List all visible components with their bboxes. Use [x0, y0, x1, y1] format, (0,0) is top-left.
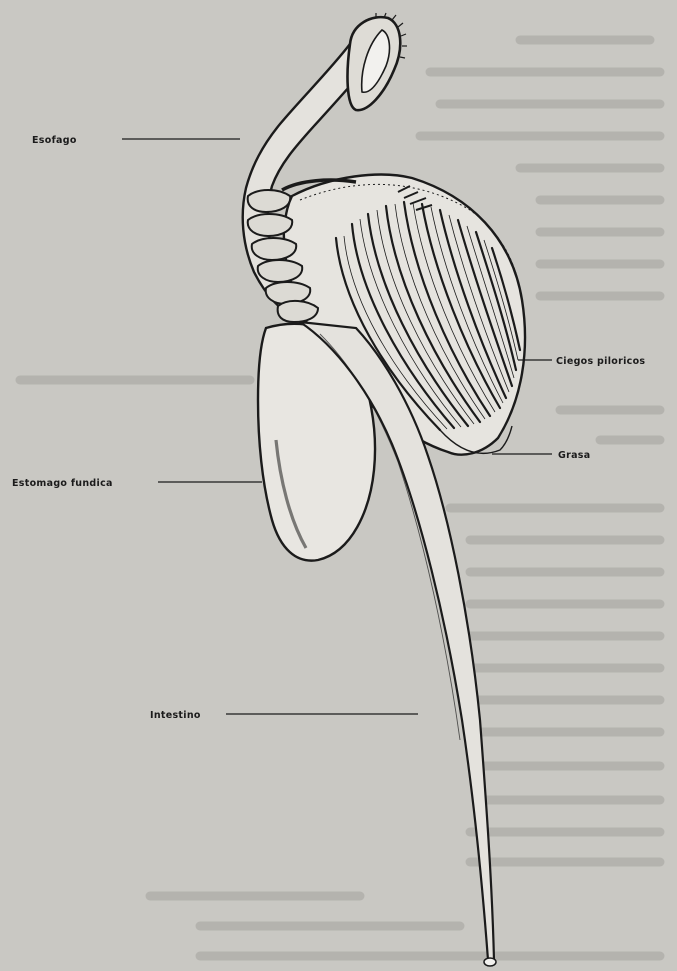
label-intestino: Intestino	[150, 710, 201, 721]
label-grasa: Grasa	[558, 450, 590, 461]
label-ciegos: Ciegos piloricos	[556, 356, 645, 367]
intestine-end	[484, 958, 496, 966]
label-estomago: Estomago fundica	[12, 478, 113, 489]
label-esofago: Esofago	[32, 135, 77, 146]
